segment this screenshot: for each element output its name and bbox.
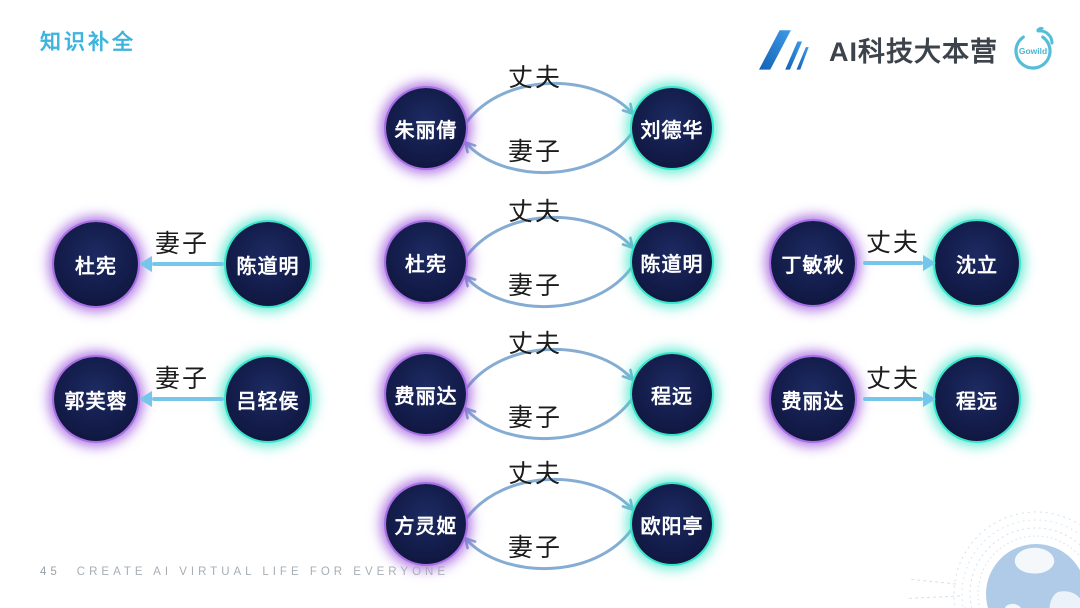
entity-name: 程远 [651, 385, 693, 408]
entity-name: 沈立 [956, 254, 998, 277]
brand-logo-group: AI科技大本营 Gowild [759, 24, 1058, 74]
entity-name: 陈道明 [640, 253, 704, 276]
arrowhead-left-icon [139, 256, 152, 272]
relation-pair-bidirectional: 丈夫 妻子 费丽达 程远 [384, 329, 714, 459]
entity-name: 朱丽倩 [394, 119, 458, 142]
relation-pair-bidirectional: 丈夫 妻子 杜宪 陈道明 [384, 197, 714, 327]
entity-node: 方灵姬 [386, 484, 466, 564]
arrow-line [863, 261, 923, 265]
gowild-badge-label: Gowild [1019, 46, 1047, 56]
entity-name: 郭芙蓉 [64, 390, 128, 413]
brand-name: AI科技大本营 [829, 36, 998, 67]
arrowhead-right-icon [923, 391, 936, 407]
edge-label-wife: 妻子 [507, 272, 562, 300]
entity-name: 杜宪 [405, 253, 447, 276]
entity-name: 丁敏秋 [781, 254, 845, 277]
entity-name: 欧阳亭 [640, 515, 704, 538]
curved-arrows [384, 347, 714, 441]
arrowhead-right-icon [923, 255, 936, 271]
entity-node: 吕轻侯 [226, 357, 310, 441]
entity-node: 郭芙蓉 [54, 357, 138, 441]
page-number: 45 [40, 566, 61, 578]
entity-name: 费丽达 [781, 390, 845, 413]
edge-label-husband: 丈夫 [865, 229, 920, 257]
entity-node: 沈立 [935, 221, 1019, 305]
edge-label-husband: 丈夫 [865, 365, 920, 393]
entity-name: 费丽达 [394, 385, 458, 408]
relation-pair-right-arrow: 丁敏秋 沈立 丈夫 [771, 208, 1019, 318]
entity-node: 程远 [935, 357, 1019, 441]
relation-pair-left-arrow: 杜宪 陈道明 妻子 [54, 209, 310, 319]
footer-tagline: CREATE AI VIRTUAL LIFE FOR EVERYONE [76, 566, 449, 578]
entity-node: 陈道明 [632, 222, 712, 302]
entity-name: 陈道明 [236, 255, 300, 278]
entity-node: 杜宪 [54, 222, 138, 306]
arrow-line [152, 262, 224, 266]
entity-node: 朱丽倩 [386, 88, 466, 168]
relation-pair-left-arrow: 郭芙蓉 吕轻侯 妻子 [54, 344, 310, 454]
entity-node: 费丽达 [771, 357, 855, 441]
edge-label-wife: 妻子 [507, 404, 562, 432]
edge-label-wife: 妻子 [154, 230, 209, 258]
edge-label-wife: 妻子 [507, 138, 562, 166]
edge-label-wife: 妻子 [154, 365, 209, 393]
entity-name: 程远 [956, 390, 998, 413]
arrow-line [152, 397, 224, 401]
brand-mark-icon [759, 30, 809, 70]
entity-node: 费丽达 [386, 354, 466, 434]
relation-pair-right-arrow: 费丽达 程远 丈夫 [771, 344, 1019, 454]
entity-name: 吕轻侯 [236, 390, 300, 413]
globe-graphic [908, 511, 1080, 608]
footer: 45 CREATE AI VIRTUAL LIFE FOR EVERYONE [40, 566, 449, 578]
page-title: 知识补全 [40, 31, 136, 54]
edge-label-husband: 丈夫 [507, 198, 562, 226]
entity-node: 杜宪 [386, 222, 466, 302]
relation-pair-bidirectional: 丈夫 妻子 朱丽倩 刘德华 [384, 63, 714, 193]
curved-arrows [384, 81, 714, 175]
entity-node: 欧阳亭 [632, 484, 712, 564]
entity-name: 杜宪 [75, 255, 117, 278]
entity-node: 陈道明 [226, 222, 310, 306]
edge-label-husband: 丈夫 [507, 330, 562, 358]
entity-node: 丁敏秋 [771, 221, 855, 305]
entity-node: 刘德华 [632, 88, 712, 168]
edge-label-husband: 丈夫 [507, 64, 562, 92]
entity-name: 方灵姬 [394, 515, 458, 538]
edge-label-wife: 妻子 [507, 534, 562, 562]
entity-name: 刘德华 [640, 119, 704, 142]
gowild-badge-icon: Gowild [1014, 26, 1054, 70]
edge-label-husband: 丈夫 [507, 460, 562, 488]
arrow-line [863, 397, 923, 401]
arrowhead-left-icon [139, 391, 152, 407]
relation-pair-bidirectional: 丈夫 妻子 方灵姬 欧阳亭 [384, 459, 714, 589]
curved-arrows [384, 215, 714, 309]
curved-arrows [384, 477, 714, 571]
entity-node: 程远 [632, 354, 712, 434]
